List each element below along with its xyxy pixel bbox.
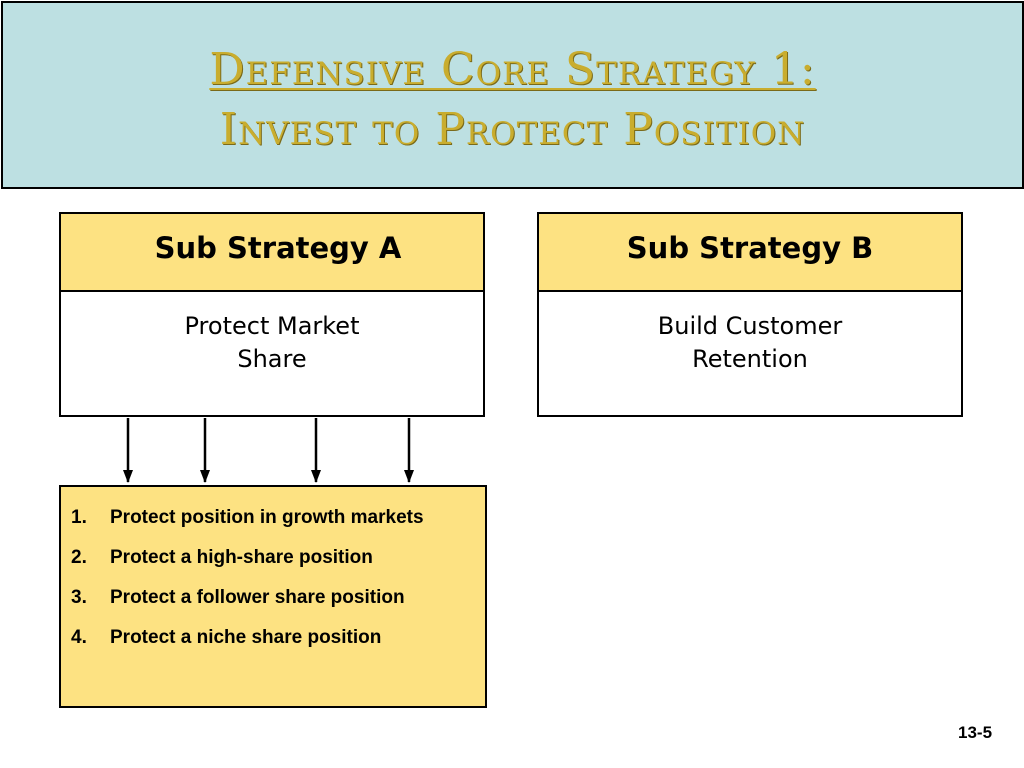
arrowhead-icon xyxy=(123,470,133,483)
sub-strategy-a-description-line: Protect Market xyxy=(184,312,360,340)
sub-strategy-b-box: Sub Strategy B Build Customer Retention xyxy=(537,212,963,417)
title-line-2: Invest to Protect Position xyxy=(219,104,806,155)
list-item-number: 3. xyxy=(71,587,87,608)
sub-strategy-b-heading: Sub Strategy B xyxy=(539,214,961,292)
arrowhead-icon xyxy=(200,470,210,483)
page-number: 13-5 xyxy=(958,723,993,742)
sub-strategy-b-description-line: Build Customer xyxy=(657,312,843,340)
list-item-text: Protect position in growth markets xyxy=(110,507,424,528)
list-item-number: 2. xyxy=(71,547,87,568)
list-item-text: Protect a niche share position xyxy=(110,627,382,648)
list-item-number: 4. xyxy=(71,627,87,648)
protect-position-list-box: 1. Protect position in growth markets 2.… xyxy=(59,485,487,708)
title-line-1: Defensive Core Strategy 1: xyxy=(209,44,816,95)
arrowhead-icon xyxy=(311,470,321,483)
list-item-text: Protect a high-share position xyxy=(110,547,373,568)
sub-strategy-b-description-line: Retention xyxy=(692,345,808,373)
sub-strategy-b-heading-text: Sub Strategy B xyxy=(626,231,874,265)
list-item-text: Protect a follower share position xyxy=(110,587,405,608)
sub-strategy-a-description: Protect Market Share xyxy=(61,292,483,376)
list-item-number: 1. xyxy=(71,507,87,528)
list-item: 1. Protect position in growth markets xyxy=(71,504,471,531)
sub-strategy-a-box: Sub Strategy A Protect Market Share xyxy=(59,212,485,417)
title-banner: Defensive Core Strategy 1: Invest to Pro… xyxy=(1,1,1024,189)
list-item: 2. Protect a high-share position xyxy=(71,544,471,571)
sub-strategy-a-heading-text: Sub Strategy A xyxy=(154,231,402,265)
sub-strategy-b-description: Build Customer Retention xyxy=(539,292,961,376)
list-item: 3. Protect a follower share position xyxy=(71,584,471,611)
sub-strategy-a-description-line: Share xyxy=(237,345,307,373)
protect-position-list: 1. Protect position in growth markets 2.… xyxy=(71,504,471,664)
arrowhead-icon xyxy=(404,470,414,483)
list-item: 4. Protect a niche share position xyxy=(71,624,471,651)
sub-strategy-a-heading: Sub Strategy A xyxy=(61,214,483,292)
